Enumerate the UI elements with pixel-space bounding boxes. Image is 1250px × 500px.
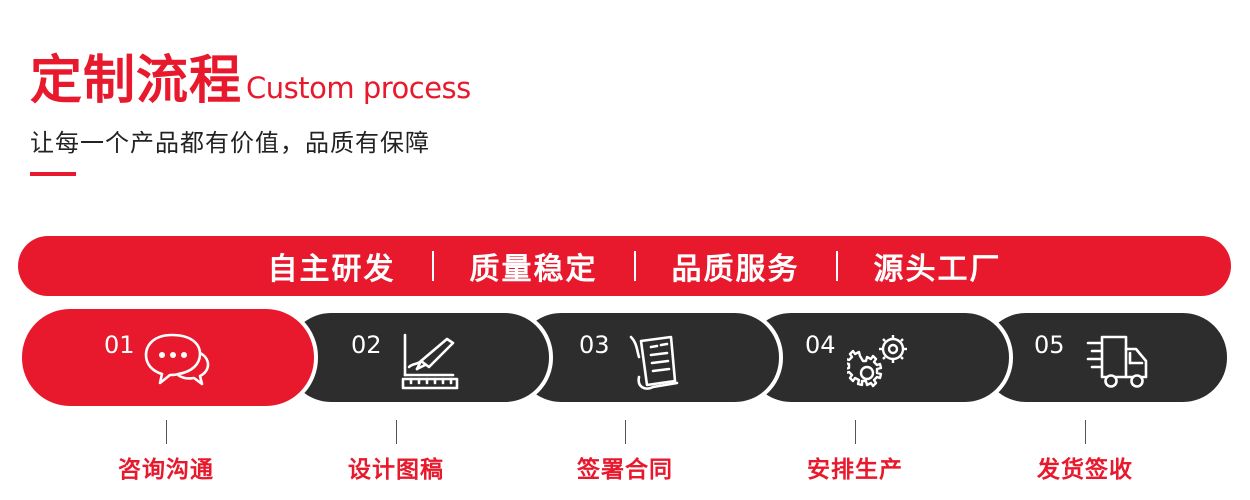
step-03[interactable]: 03 (513, 309, 783, 406)
gears-icon (847, 335, 907, 388)
step-label-production: 安排生产 (807, 457, 903, 483)
step-number: 03 (579, 331, 610, 359)
chat-bubbles-icon (144, 333, 210, 386)
banner-item-service: 品质服务 (671, 252, 800, 287)
step-tick (396, 420, 397, 444)
design-ruler-pen-icon (401, 333, 459, 390)
banner-item-rd: 自主研发 (267, 252, 396, 287)
step-02[interactable]: 02 (283, 309, 553, 406)
step-label-design: 设计图稿 (348, 457, 444, 483)
contract-document-icon (629, 335, 679, 390)
step-number: 02 (351, 331, 382, 359)
banner-item-factory: 源头工厂 (873, 252, 1002, 287)
process-steps: 05 04 (18, 305, 1231, 410)
step-number: 01 (104, 331, 135, 359)
step-number: 05 (1034, 331, 1065, 359)
feature-banner: 自主研发 质量稳定 品质服务 源头工厂 (18, 236, 1231, 296)
step-tick (855, 420, 856, 444)
banner-separator (633, 251, 636, 281)
banner-separator (431, 251, 434, 281)
title-row: 定制流程 Custom process (30, 55, 471, 107)
banner-item-quality: 质量稳定 (469, 252, 598, 287)
delivery-truck-icon (1086, 335, 1148, 388)
step-number: 04 (805, 331, 836, 359)
step-label-delivery: 发货签收 (1037, 457, 1133, 483)
step-05[interactable]: 05 (978, 309, 1231, 406)
banner-separator (835, 251, 838, 281)
step-label-contract: 签署合同 (577, 457, 673, 483)
page-title: 定制流程 (30, 51, 243, 111)
step-label-consult: 咨询沟通 (118, 457, 214, 483)
step-01[interactable]: 01 (18, 305, 318, 410)
step-tick (166, 420, 167, 444)
step-tick (1085, 420, 1086, 444)
title-accent-bar (30, 172, 76, 176)
step-tick (625, 420, 626, 444)
page-title-english: Custom process (246, 71, 471, 105)
page-subtitle: 让每一个产品都有价值，品质有保障 (30, 129, 430, 157)
header: 定制流程 Custom process 让每一个产品都有价值，品质有保障 (30, 55, 471, 158)
step-04[interactable]: 04 (743, 309, 1013, 406)
